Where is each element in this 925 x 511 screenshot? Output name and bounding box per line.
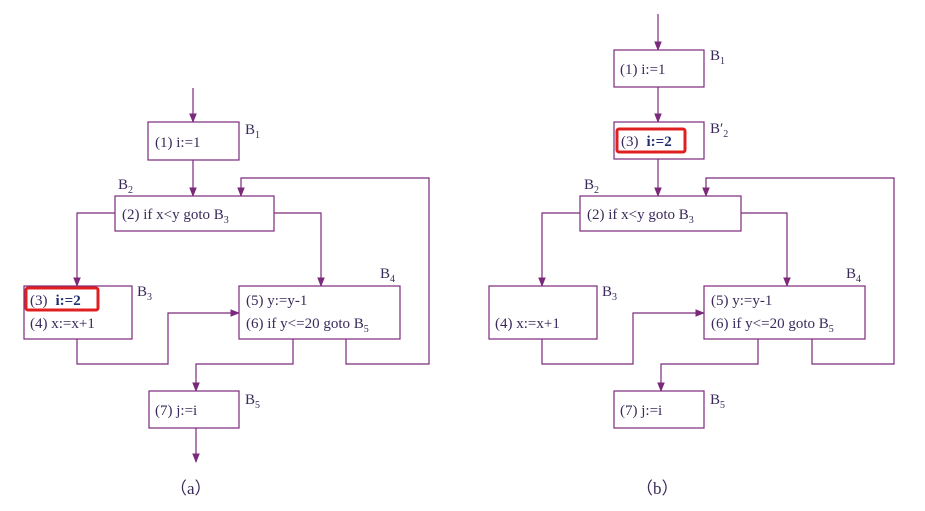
block-b-b5-stmt: (7) j:=i xyxy=(620,403,662,419)
block-a-b4-stmt2: (6) if y<=20 goto B5 xyxy=(246,316,369,335)
block-a-b2-stmt: (2) if x<y goto B3 xyxy=(122,207,229,226)
block-b-b1-stmt: (1) i:=1 xyxy=(620,62,666,78)
block-a-b3-stmt1: (3)i:=2 xyxy=(30,293,81,309)
edges-a xyxy=(73,88,430,463)
diagram-a: (1) i:=1 B1 (2) if x<y goto B3 B2 (3)i:=… xyxy=(23,88,430,498)
block-b-b2-stmt: (2) if x<y goto B3 xyxy=(587,207,694,226)
block-b-b4-stmt2: (6) if y<=20 goto B5 xyxy=(711,316,834,335)
block-a-b2-label: B2 xyxy=(118,177,133,196)
block-a-b3-label: B3 xyxy=(137,284,152,303)
block-a-b1: (1) i:=1 B1 xyxy=(147,121,260,161)
block-a-b5: (7) j:=i B5 xyxy=(148,390,260,429)
block-b-b3-label: B3 xyxy=(602,284,617,303)
diagram-b: (1) i:=1 B1 (3)i:=2 B′2 (2) if x<y goto … xyxy=(488,14,895,498)
edge-b4-to-b5 xyxy=(192,339,294,392)
block-b-b4: (5) y:=y-1 (6) if y<=20 goto B5 B4 xyxy=(703,266,866,340)
block-b-b4-label: B4 xyxy=(846,266,861,285)
caption-b: （b） xyxy=(636,479,679,498)
block-a-b4-label: B4 xyxy=(380,266,395,285)
block-a-b5-label: B5 xyxy=(245,392,260,411)
block-a-b1-label: B1 xyxy=(245,122,260,141)
block-b-b2prime: (3)i:=2 B′2 xyxy=(613,121,728,160)
block-b-b5-label: B5 xyxy=(710,392,725,411)
highlight-b-stmt3 xyxy=(615,127,687,154)
block-a-b5-stmt: (7) j:=i xyxy=(155,403,197,419)
block-b-b1: (1) i:=1 B1 xyxy=(613,48,725,88)
edge-b3-to-b4 xyxy=(76,309,240,365)
edge-b2-to-b3 xyxy=(73,212,115,287)
edge-b3-to-b4 xyxy=(541,309,705,365)
block-b-b3-stmt: (4) x:=x+1 xyxy=(495,316,560,332)
block-a-b4-stmt1: (5) y:=y-1 xyxy=(246,293,307,309)
block-a-b3: (3)i:=2 (4) x:=x+1 B3 xyxy=(23,284,152,340)
edge-b4-loop-to-b2 xyxy=(237,177,430,365)
edge-b2-to-b3 xyxy=(538,212,580,287)
block-b-b2prime-label: B′2 xyxy=(710,121,728,140)
block-b-b1-label: B1 xyxy=(710,48,725,67)
edges-b xyxy=(538,14,895,392)
edge-b4-loop-to-b2 xyxy=(702,177,895,365)
block-a-b4: (5) y:=y-1 (6) if y<=20 goto B5 B4 xyxy=(238,266,401,340)
edge-b2-to-b4 xyxy=(741,212,791,287)
block-a-b1-stmt: (1) i:=1 xyxy=(155,135,201,151)
block-a-b3-stmt2: (4) x:=x+1 xyxy=(30,316,95,332)
block-b-b2: (2) if x<y goto B3 B2 xyxy=(579,177,742,232)
block-a-b2: (2) if x<y goto B3 B2 xyxy=(114,177,275,232)
block-b-b2-label: B2 xyxy=(584,177,599,196)
block-b-b3: (4) x:=x+1 B3 xyxy=(488,284,617,340)
highlight-a-stmt3 xyxy=(24,286,100,312)
edge-b4-to-b5 xyxy=(657,339,759,392)
block-b-b2prime-stmt: (3)i:=2 xyxy=(621,134,672,150)
block-b-b4-stmt1: (5) y:=y-1 xyxy=(711,293,772,309)
edge-b2-to-b4 xyxy=(274,212,325,287)
caption-a: （a） xyxy=(170,479,212,498)
block-b-b5: (7) j:=i B5 xyxy=(613,390,725,429)
